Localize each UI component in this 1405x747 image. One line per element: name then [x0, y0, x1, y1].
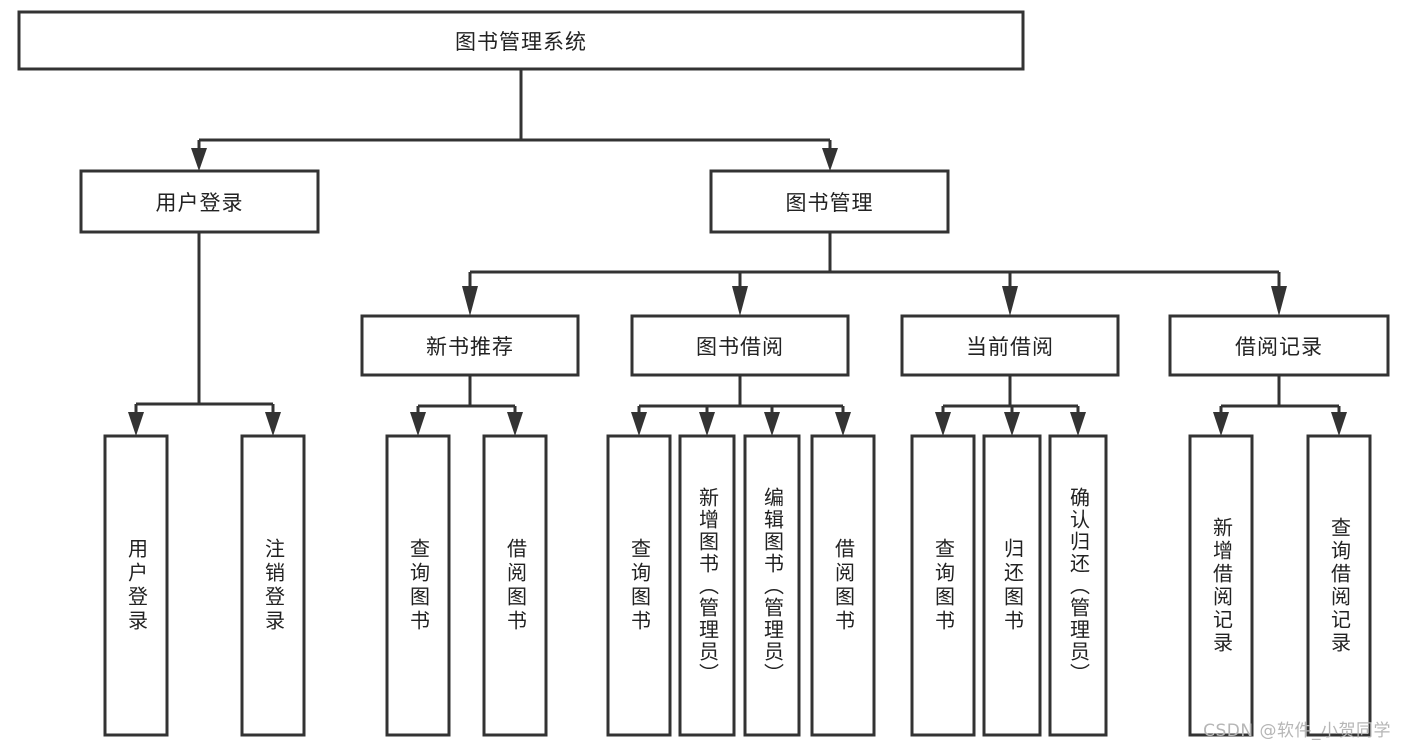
box-leaf-6[interactable]	[743, 434, 801, 737]
box-level3-3[interactable]	[1168, 314, 1390, 377]
node-boxes	[17, 10, 1390, 737]
box-level2-0[interactable]	[79, 169, 320, 234]
arrowhead-l3-2	[1002, 286, 1018, 316]
connectors	[128, 69, 1347, 436]
box-leaf-8[interactable]	[910, 434, 976, 737]
box-leaf-7[interactable]	[810, 434, 876, 737]
arrowhead-l2-0	[191, 148, 207, 171]
arrowhead-leaf-4	[631, 412, 647, 436]
box-leaf-10[interactable]	[1048, 434, 1108, 737]
arrowhead-leaf-12	[1331, 412, 1347, 436]
arrowhead-leaf-3	[507, 412, 523, 436]
box-leaf-2[interactable]	[385, 434, 451, 737]
arrowhead-l2-1	[822, 148, 838, 171]
arrowhead-leaf-6	[764, 412, 780, 436]
box-leaf-12[interactable]	[1306, 434, 1372, 737]
arrowhead-leaf-2	[410, 412, 426, 436]
arrowhead-leaf-11	[1213, 412, 1229, 436]
arrowhead-leaf-5	[699, 412, 715, 436]
box-leaf-11[interactable]	[1188, 434, 1254, 737]
box-leaf-9[interactable]	[982, 434, 1042, 737]
arrowhead-leaf-1	[265, 412, 281, 436]
box-level3-1[interactable]	[630, 314, 850, 377]
box-level3-0[interactable]	[360, 314, 580, 377]
box-level3-2[interactable]	[900, 314, 1120, 377]
box-level2-1[interactable]	[709, 169, 950, 234]
box-root[interactable]	[17, 10, 1025, 71]
arrowhead-leaf-7	[835, 412, 851, 436]
box-leaf-1[interactable]	[240, 434, 306, 737]
box-leaf-4[interactable]	[606, 434, 672, 737]
arrowhead-l3-3	[1271, 286, 1287, 316]
arrowhead-l3-1	[732, 286, 748, 316]
arrowhead-leaf-0	[128, 412, 144, 436]
arrowhead-leaf-8	[935, 412, 951, 436]
box-leaf-5[interactable]	[678, 434, 736, 737]
arrowhead-leaf-10	[1070, 412, 1086, 436]
box-leaf-0[interactable]	[103, 434, 169, 737]
arrowhead-l3-0	[462, 286, 478, 316]
arrowhead-leaf-9	[1004, 412, 1020, 436]
box-leaf-3[interactable]	[482, 434, 548, 737]
